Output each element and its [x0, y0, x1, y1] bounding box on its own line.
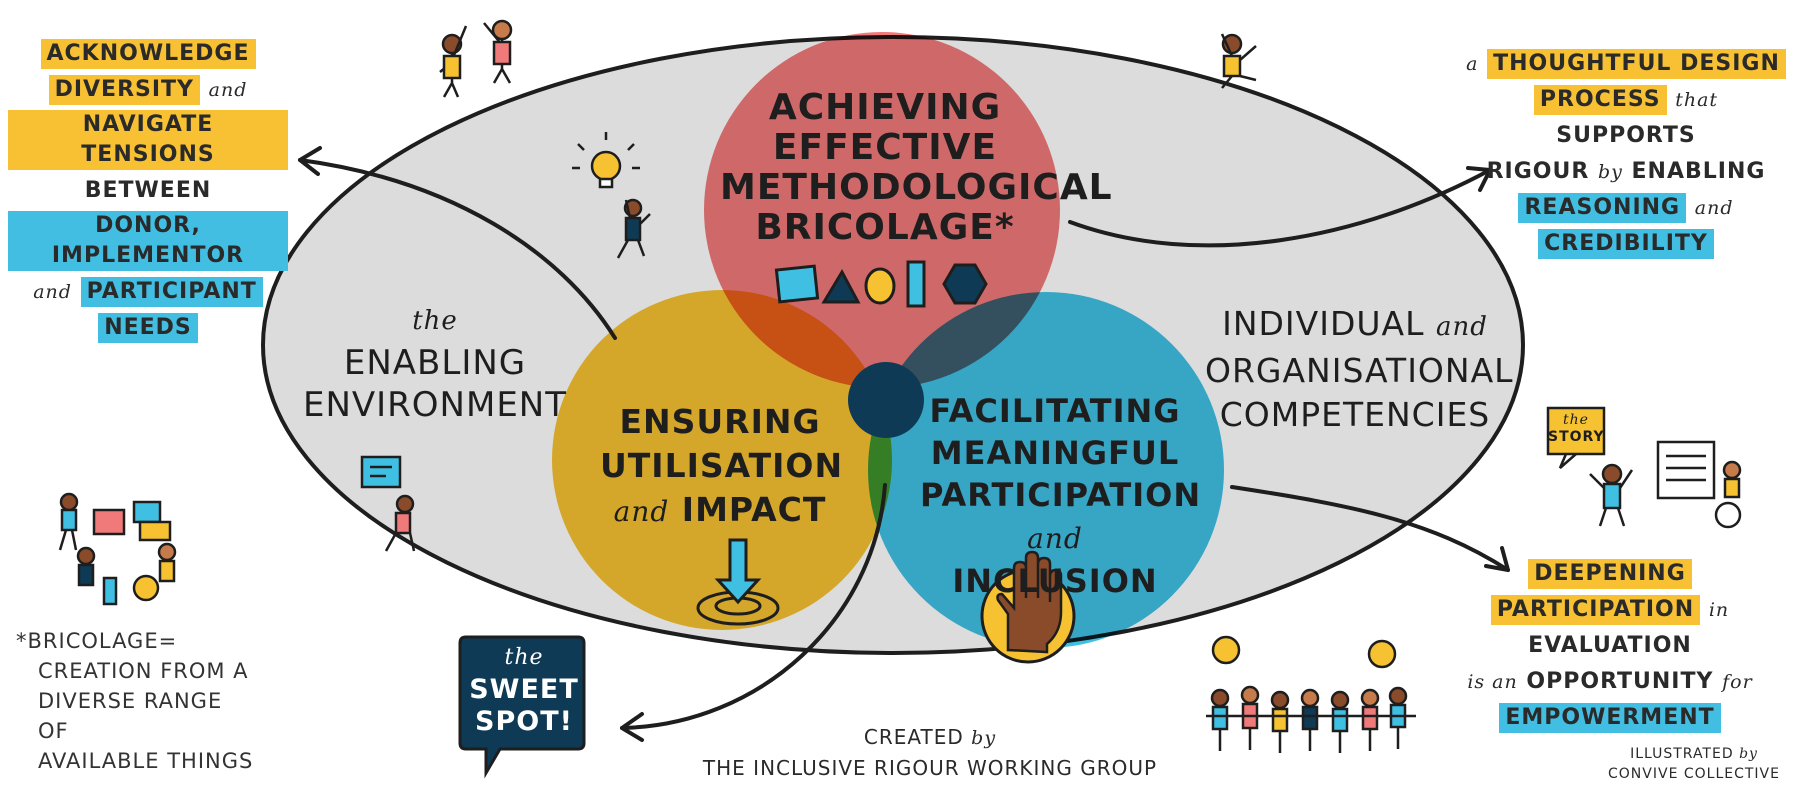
note-acknowledge: ACKNOWLEDGE	[40, 39, 256, 69]
left-circle-line-1: ENSURING	[619, 402, 821, 441]
working-group: THE INCLUSIVE RIGOUR WORKING GROUP	[702, 756, 1158, 780]
sweet-spot-line-2: SPOT!	[475, 706, 573, 737]
note-participant: PARTICIPANT	[80, 277, 263, 307]
br-evaluation: EVALUATION	[1528, 633, 1692, 658]
enabling-line-2: ENVIRONMENT	[302, 385, 568, 425]
arrow-to-bottom-right	[1230, 485, 1510, 572]
br-for: for	[1722, 671, 1753, 693]
right-circle-inclusion: INCLUSION	[952, 562, 1158, 600]
illustrated-by-credit: ILLUSTRATED by CONVIVE COLLECTIVE	[1594, 744, 1794, 784]
tr-enabling: ENABLING	[1631, 159, 1766, 184]
right-circle-line-4: and INCLUSION	[920, 516, 1190, 602]
enabling-line-1: ENABLING	[343, 343, 527, 383]
br-participation: PARTICIPATION	[1490, 595, 1701, 625]
people-figures	[58, 19, 1742, 753]
left-circle-line-3: and IMPACT	[600, 488, 840, 534]
arrows	[298, 146, 1510, 742]
circle-right-blue	[868, 292, 1224, 648]
sweet-spot-label: the SWEET SPOT!	[462, 642, 586, 738]
competencies-individual: INDIVIDUAL	[1222, 304, 1425, 343]
target-arrow-icon	[696, 538, 780, 626]
competencies-line-2: ORGANISATIONAL	[1205, 351, 1514, 390]
sweet-spot-dot	[848, 362, 924, 438]
created-by: by	[971, 727, 997, 749]
top-circle-title: ACHIEVING EFFECTIVE METHODOLOGICAL BRICO…	[720, 87, 1113, 248]
note-needs: NEEDS	[98, 313, 198, 343]
br-opportunity: OPPORTUNITY	[1526, 669, 1714, 694]
bricolage-line-2: CREATION FROM A	[38, 659, 249, 683]
competencies-and: and	[1436, 312, 1488, 342]
story-the: the	[1563, 412, 1589, 428]
note-diversity: DIVERSITY	[48, 75, 200, 105]
illustrated-word: ILLUSTRATED	[1630, 746, 1734, 762]
created-by-credit: CREATED by THE INCLUSIVE RIGOUR WORKING …	[690, 722, 1170, 783]
tr-and: and	[1694, 197, 1734, 219]
left-circle-and: and	[613, 495, 670, 528]
circle-left-yellow	[552, 290, 892, 630]
note-and-1: and	[208, 79, 248, 101]
br-is-an: is an	[1467, 671, 1518, 693]
convive-collective: CONVIVE COLLECTIVE	[1608, 766, 1780, 782]
sweet-spot-bubble	[458, 635, 586, 779]
competencies-line-1: INDIVIDUAL and	[1205, 302, 1505, 349]
top-right-note: a THOUGHTFUL DESIGN PROCESS that SUPPORT…	[1466, 46, 1786, 262]
br-empowerment: EMPOWERMENT	[1499, 703, 1721, 733]
sweet-spot-the: the	[504, 645, 544, 670]
arrow-to-sweet-spot	[620, 483, 887, 730]
note-between: BETWEEN	[84, 178, 212, 203]
bricolage-line-1: *BRICOLAGE=	[16, 629, 178, 653]
tr-supports: SUPPORTS	[1556, 123, 1696, 148]
story-bubble-text: the STORY	[1548, 412, 1604, 446]
br-in: in	[1708, 599, 1730, 621]
bottom-right-note: DEEPENING PARTICIPATION in EVALUATION is…	[1424, 556, 1796, 736]
tr-thoughtful: THOUGHTFUL DESIGN	[1487, 49, 1786, 79]
bricolage-note: *BRICOLAGE= CREATION FROM A DIVERSE RANG…	[16, 626, 256, 776]
bricolage-line-3: DIVERSE RANGE OF	[38, 689, 223, 743]
tr-that: that	[1675, 89, 1719, 111]
tr-reasoning: REASONING	[1518, 193, 1687, 223]
left-circle-title: ENSURING UTILISATION and IMPACT	[600, 400, 844, 534]
tr-a: a	[1466, 53, 1479, 75]
note-navigate: NAVIGATE TENSIONS	[8, 110, 288, 170]
arrow-to-top-right	[1068, 168, 1492, 248]
bricolage-line-4: AVAILABLE THINGS	[38, 749, 254, 773]
right-circle-and: and	[1027, 522, 1083, 555]
competencies-line-3: COMPETENCIES	[1219, 395, 1491, 434]
tr-process: PROCESS	[1533, 85, 1667, 115]
tr-credibility: CREDIBILITY	[1538, 229, 1714, 259]
right-circle-title: FACILITATING MEANINGFUL PARTICIPATION an…	[920, 390, 1202, 602]
left-circle-line-2: UTILISATION	[600, 446, 844, 485]
created-word: CREATED	[863, 725, 964, 749]
illustrated-by: by	[1739, 746, 1758, 762]
note-and-2: and	[33, 281, 72, 303]
arrow-to-top-left	[298, 158, 617, 340]
right-circle-line-2: MEANINGFUL	[930, 434, 1180, 472]
right-circle-line-1: FACILITATING	[929, 392, 1181, 430]
enabling-the: the	[412, 306, 458, 336]
tr-by: by	[1597, 161, 1623, 183]
br-deepening: DEEPENING	[1528, 559, 1692, 589]
left-circle-impact: IMPACT	[681, 490, 827, 529]
lightbulb-icon	[572, 132, 640, 189]
raised-hand-icon	[980, 550, 1076, 664]
top-left-note: ACKNOWLEDGE DIVERSITY and NAVIGATE TENSI…	[8, 36, 288, 346]
sweet-spot-line-1: SWEET	[469, 674, 579, 705]
story-word: STORY	[1548, 429, 1605, 445]
right-circle-line-3: PARTICIPATION	[920, 476, 1202, 514]
shapes-icon	[774, 260, 988, 308]
note-donor: DONOR, IMPLEMENTOR	[8, 211, 288, 271]
competencies-label: INDIVIDUAL and ORGANISATIONAL COMPETENCI…	[1205, 302, 1514, 437]
enabling-environment-label: the ENABLING ENVIRONMENT	[300, 300, 570, 426]
tr-rigour: RIGOUR	[1486, 159, 1590, 184]
